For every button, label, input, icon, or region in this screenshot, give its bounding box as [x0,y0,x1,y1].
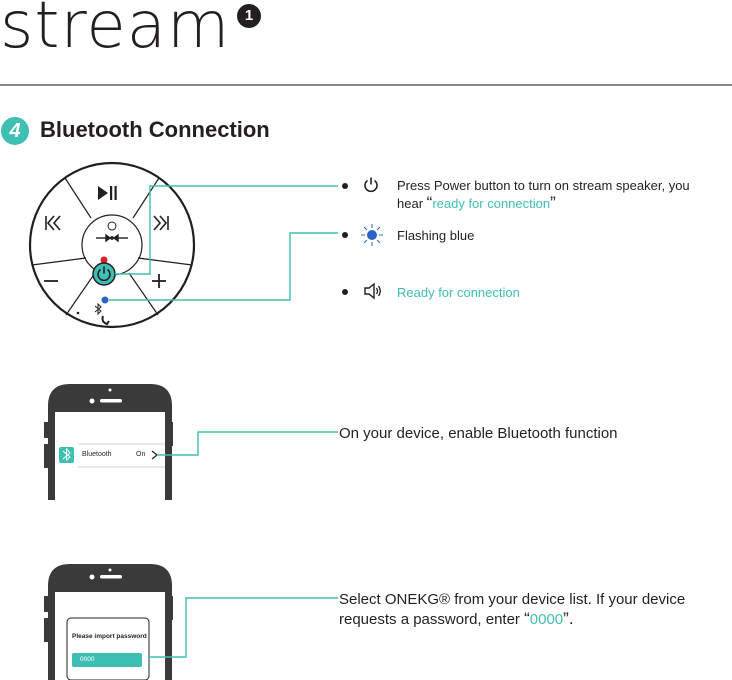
bluetooth-small-icon [94,302,102,316]
next-track-icon [153,215,169,231]
enable-bluetooth-instruction: On your device, enable Bluetooth functio… [339,425,618,442]
bullet [342,183,348,189]
power-button-icon [92,262,116,286]
step-ready-text: Ready for connection [397,285,520,300]
select-device-instruction: Select ONEKG® from your device list. If … [339,591,686,628]
previous-track-icon [45,215,61,231]
speaker-rim [28,161,196,329]
bluetooth-row-value: On [136,451,146,458]
mic-hole [107,221,117,231]
power-leader-line [115,185,338,275]
status-led-blue [101,296,109,304]
power-icon [364,177,378,193]
speaker-sound-icon [364,282,381,300]
step-flash-text: Flashing blue [397,228,475,243]
volume-up-icon [152,274,166,288]
bullet [342,289,348,295]
phone-bluetooth-illustration [44,384,338,500]
step-power-text: Press Power button to turn on stream spe… [397,178,690,212]
speaker-illustration [28,161,338,329]
section-title: Bluetooth Connection [40,117,270,142]
bluetooth-row-label: Bluetooth [82,451,112,458]
blue-flash-icon [361,224,383,246]
phone-call-icon [101,315,110,326]
bullet [342,232,348,238]
pairing-arrows-icon [96,233,128,243]
speaker-dot [76,311,80,315]
brand-logo: stream [0,0,231,63]
password-input: 0000 [80,656,95,663]
play-pause-icon [98,186,117,200]
header-divider [0,84,732,86]
brand-badge: 1 [237,4,261,28]
phone-password-illustration [44,564,338,680]
status-led-red [100,256,108,264]
led-leader-line [109,232,338,301]
password-prompt: Please import password [72,633,147,640]
section-number-badge: 4 [1,117,29,145]
